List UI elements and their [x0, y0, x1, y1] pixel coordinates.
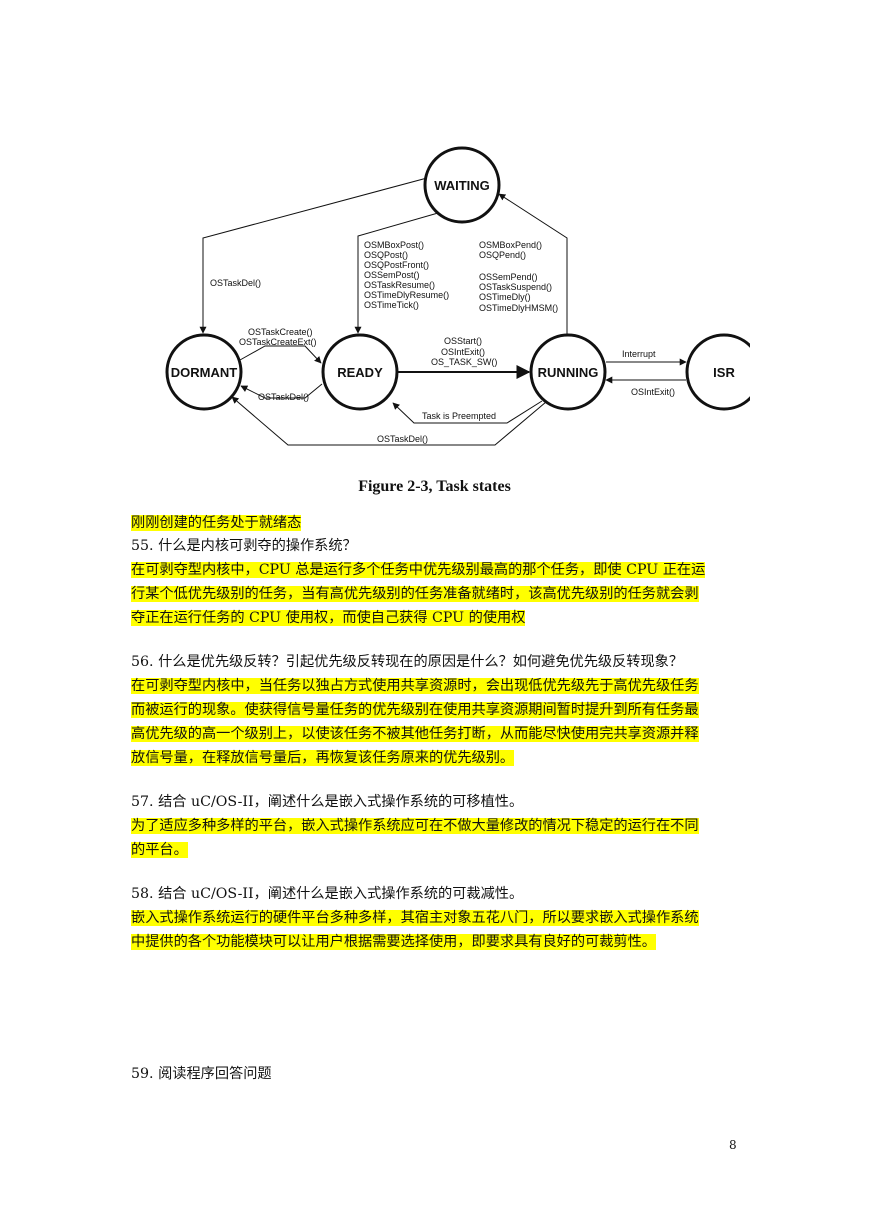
state-label-waiting: WAITING: [434, 178, 490, 193]
task-state-diagram: WAITING DORMANT READY RUNNING ISR OSTask…: [165, 146, 750, 446]
question-55: 55. 什么是内核可剥夺的操作系统？: [131, 538, 357, 554]
state-isr: ISR: [685, 333, 750, 411]
svg-text:OSTaskResume(): OSTaskResume(): [364, 280, 435, 290]
arrow-running-to-dormant: [231, 396, 547, 446]
question-56: 56. 什么是优先级反转？引起优先级反转现在的原因是什么？如何避免优先级反转现象…: [131, 654, 684, 670]
question-58: 58. 结合 uC/OS-II，阐述什么是嵌入式操作系统的可裁减性。: [131, 886, 524, 902]
label-running-to-dormant: OSTaskDel(): [377, 434, 428, 444]
label-dormant-to-ready: OSTaskCreate() OSTaskCreateExt(): [239, 327, 317, 347]
state-label-isr: ISR: [713, 365, 735, 380]
svg-text:OSSemPost(): OSSemPost(): [364, 270, 420, 280]
label-running-to-isr: Interrupt: [622, 349, 656, 359]
answer-line: 的平台。: [131, 842, 188, 858]
label-ready-to-running: OSStart() OSIntExit() OS_TASK_SW(): [431, 336, 497, 367]
svg-text:OSTaskSuspend(): OSTaskSuspend(): [479, 282, 552, 292]
answer-line: 放信号量，在释放信号量后，再恢复该任务原来的优先级别。: [131, 750, 515, 766]
page-number: 8: [729, 1138, 737, 1152]
state-label-running: RUNNING: [538, 365, 599, 380]
question-59: 59. 阅读程序回答问题: [131, 1066, 272, 1082]
answer-line: 高优先级的高一个级别上，以使该任务不被其他任务打断，从而能尽快使用完共享资源并释: [131, 726, 699, 742]
state-ready: READY: [321, 333, 399, 411]
svg-text:OSSemPend(): OSSemPend(): [479, 272, 538, 282]
label-waiting-to-dormant: OSTaskDel(): [210, 278, 261, 288]
answer-line: 行某个低优先级别的任务，当有高优先级别的任务准备就绪时，该高优先级别的任务就会剥: [131, 586, 699, 602]
arrow-dormant-to-ready: [239, 345, 322, 364]
arrow-running-to-waiting: [498, 193, 568, 334]
label-running-to-waiting: OSMBoxPend() OSQPend() OSSemPend() OSTas…: [479, 240, 558, 313]
answer-line: 为了适应多种多样的平台，嵌入式操作系统应可在不做大量修改的情况下稳定的运行在不同: [131, 818, 699, 834]
state-running: RUNNING: [529, 333, 607, 411]
state-dormant: DORMANT: [165, 333, 243, 411]
arrow-ready-to-dormant: [240, 383, 323, 399]
label-isr-to-running: OSIntExit(): [631, 387, 675, 397]
answer-line: 中提供的各个功能模块可以让用户根据需要选择使用，即要求具有良好的可裁剪性。: [131, 934, 656, 950]
svg-text:OSQPostFront(): OSQPostFront(): [364, 260, 429, 270]
answer-line: 夺正在运行任务的 CPU 使用权，而使自己获得 CPU 的使用权: [131, 610, 526, 626]
svg-text:OSTaskCreate(): OSTaskCreate(): [248, 327, 313, 337]
answer-line: 在可剥夺型内核中，当任务以独占方式使用共享资源时，会出现低优先级先于高优先级任务: [131, 678, 699, 694]
svg-text:OSQPend(): OSQPend(): [479, 250, 526, 260]
svg-text:OSMBoxPost(): OSMBoxPost(): [364, 240, 424, 250]
svg-text:OSTimeDlyResume(): OSTimeDlyResume(): [364, 290, 449, 300]
text-line: 刚刚创建的任务处于就绪态: [131, 515, 302, 531]
label-waiting-to-ready: OSMBoxPost() OSQPost() OSQPostFront() OS…: [364, 240, 449, 310]
svg-text:OSMBoxPend(): OSMBoxPend(): [479, 240, 542, 250]
svg-text:OSTimeDlyHMSM(): OSTimeDlyHMSM(): [479, 303, 558, 313]
svg-text:OSIntExit(): OSIntExit(): [441, 347, 485, 357]
svg-text:OSStart(): OSStart(): [444, 336, 482, 346]
answer-line: 嵌入式操作系统运行的硬件平台多种多样，其宿主对象五花八门，所以要求嵌入式操作系统: [131, 910, 699, 926]
arrow-waiting-to-ready: [354, 212, 439, 334]
label-running-to-ready: Task is Preempted: [422, 411, 496, 421]
answer-line: 在可剥夺型内核中，CPU 总是运行多个任务中优先级别最高的那个任务，即使 CPU…: [131, 562, 706, 578]
svg-text:OS_TASK_SW(): OS_TASK_SW(): [431, 357, 497, 367]
arrow-waiting-to-dormant: [199, 177, 428, 334]
svg-text:OSTimeDly(): OSTimeDly(): [479, 292, 531, 302]
svg-text:OSTaskCreateExt(): OSTaskCreateExt(): [239, 337, 317, 347]
state-waiting: WAITING: [423, 146, 501, 224]
arrow-running-to-ready: [392, 400, 543, 424]
figure-caption: Figure 2-3, Task states: [358, 478, 511, 495]
svg-text:OSTimeTick(): OSTimeTick(): [364, 300, 419, 310]
state-label-dormant: DORMANT: [171, 365, 237, 380]
svg-text:OSQPost(): OSQPost(): [364, 250, 408, 260]
answer-line: 而被运行的现象。使获得信号量任务的优先级别在使用共享资源期间暂时提升到所有任务最: [131, 702, 699, 718]
question-57: 57. 结合 uC/OS-II，阐述什么是嵌入式操作系统的可移植性。: [131, 794, 524, 810]
label-ready-to-dormant: OSTaskDel(): [258, 392, 309, 402]
state-label-ready: READY: [337, 365, 383, 380]
